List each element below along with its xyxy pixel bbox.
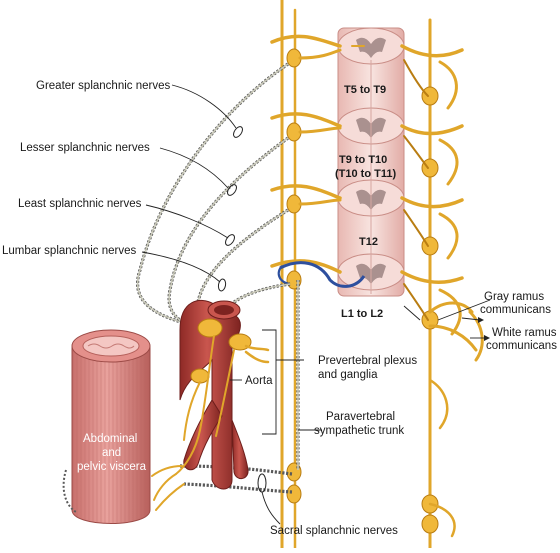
trunk-ganglia-right	[421, 86, 439, 534]
label-seg-t9-t10: T9 to T10	[339, 154, 387, 166]
label-lumbar-splanchnic: Lumbar splanchnic nerves	[2, 245, 136, 257]
label-gray-ramus-2: communicans	[480, 304, 551, 316]
label-prevertebral-2: and ganglia	[318, 369, 378, 381]
label-paravertebral-2: sympathetic trunk	[314, 425, 404, 437]
label-seg-t12: T12	[359, 236, 378, 248]
spinal-nerves	[270, 34, 464, 336]
brackets	[230, 329, 322, 435]
label-seg-t5-t9: T5 to T9	[344, 84, 386, 96]
label-leaders	[141, 84, 421, 525]
label-greater-splanchnic: Greater splanchnic nerves	[36, 80, 170, 92]
label-paravertebral-1: Paravertebral	[326, 411, 395, 423]
label-aorta: Aorta	[245, 375, 273, 387]
right-trunk-branches	[428, 378, 456, 538]
label-prevertebral-1: Prevertebral plexus	[318, 355, 417, 367]
rami-communicantes	[428, 299, 491, 362]
prevertebral-ganglia	[175, 318, 270, 475]
label-white-ramus-2: communicans	[486, 340, 557, 352]
labels: Greater splanchnic nerves Lesser splanch…	[2, 80, 557, 537]
preganglionic-fiber	[279, 261, 366, 288]
label-least-splanchnic: Least splanchnic nerves	[18, 198, 142, 210]
label-viscera-2: and	[102, 447, 121, 459]
label-lesser-splanchnic: Lesser splanchnic nerves	[20, 142, 150, 154]
label-gray-ramus-1: Gray ramus	[484, 291, 544, 303]
label-viscera-1: Abdominal	[83, 433, 137, 445]
visceral-nerves	[151, 465, 185, 511]
spinal-cord	[337, 27, 405, 297]
viscera	[62, 329, 151, 524]
label-white-ramus-1: White ramus	[492, 327, 557, 339]
label-seg-l1-l2: L1 to L2	[341, 308, 383, 320]
label-sacral-splanchnic: Sacral splanchnic nerves	[270, 525, 398, 537]
label-viscera-3: pelvic viscera	[77, 461, 147, 473]
label-seg-t10-t11: (T10 to T11)	[335, 168, 396, 180]
